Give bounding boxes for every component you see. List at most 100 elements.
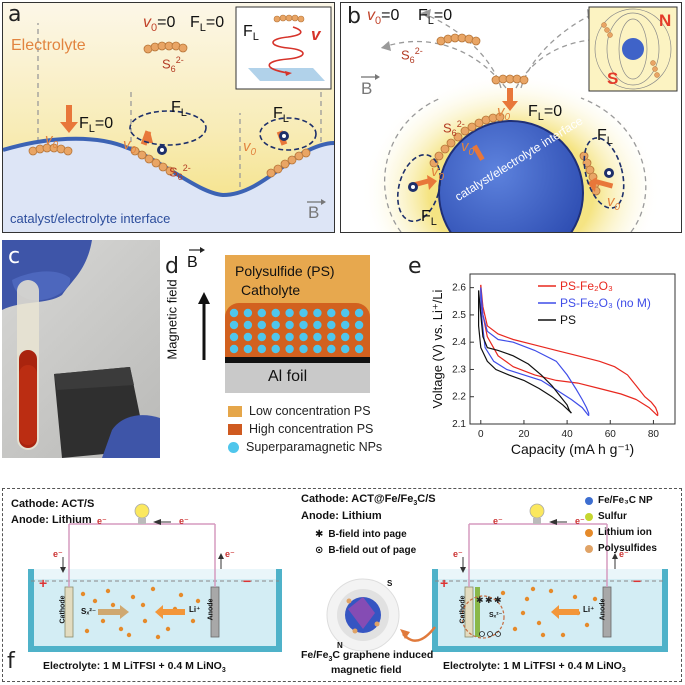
b-vector-arrow bbox=[189, 247, 205, 253]
nanoparticle bbox=[354, 344, 364, 354]
legend-nps: Superparamagnetic NPs bbox=[228, 440, 382, 454]
y-tick-label: 2.6 bbox=[452, 283, 466, 294]
v0-zero-label-b: v0=0 bbox=[367, 7, 400, 28]
b-out-label: ⊙B-field out of page bbox=[315, 545, 417, 556]
series-line-charge bbox=[478, 290, 572, 414]
fe-np-dot bbox=[585, 496, 593, 505]
s6-label-b-mid: S62- bbox=[443, 119, 465, 138]
electrolyte-label: Electrolyte bbox=[11, 37, 86, 54]
lithium-ion-particle bbox=[520, 610, 526, 616]
left-anode-label: Anode: Lithium bbox=[11, 514, 92, 526]
legend-lithium-ion: Lithium ion bbox=[585, 527, 652, 538]
left-e-left: e⁻ bbox=[97, 516, 107, 526]
fl-zero-label-2: FL=0 bbox=[79, 115, 114, 136]
svg-text:✱: ✱ bbox=[476, 595, 484, 605]
nanoparticle bbox=[285, 308, 294, 318]
x-tick-label: 20 bbox=[518, 429, 530, 440]
lithium-ion-particle bbox=[195, 598, 201, 604]
magnetic-field-label: Magnetic field bbox=[164, 279, 180, 360]
x-tick-label: 40 bbox=[562, 429, 574, 440]
lithium-ion-particle bbox=[592, 596, 598, 602]
magnetic-field-arrow bbox=[198, 292, 210, 360]
v0-label-b-right: v0 bbox=[607, 193, 621, 213]
nanoparticle bbox=[341, 308, 350, 318]
panel-a: a Electrolyte v0=0 FL=0 S62- v0 FL=0 FL … bbox=[2, 2, 335, 233]
lithium-ion-particle bbox=[500, 590, 506, 596]
y-tick-label: 2.5 bbox=[452, 310, 466, 321]
b-into-label: ✱B-field into page bbox=[315, 529, 407, 540]
nanoparticle bbox=[354, 320, 364, 330]
lithium-ion-particle bbox=[80, 591, 86, 597]
lithium-ion-particle bbox=[126, 632, 132, 638]
nanoparticle bbox=[313, 320, 322, 330]
lithium-ion-particle bbox=[92, 598, 98, 604]
n-pole-label: N bbox=[659, 11, 672, 30]
lithium-ion-particle bbox=[118, 626, 124, 632]
lithium-ion-particle bbox=[540, 632, 546, 638]
v0-label-mid: v0 bbox=[123, 136, 137, 156]
lithium-ion-particle bbox=[130, 594, 136, 600]
panel-d-letter: d bbox=[165, 254, 179, 279]
right-anode-tag: Anode bbox=[599, 598, 607, 621]
v0-label-b-top: v0 bbox=[497, 103, 511, 123]
lithium-ion-particle bbox=[100, 618, 106, 624]
right-e-right: e⁻ bbox=[575, 516, 585, 526]
b-into-icon: ✱ bbox=[315, 529, 324, 540]
lithium-ion-particle bbox=[572, 594, 578, 600]
series-line-discharge bbox=[480, 284, 659, 416]
lithium-ion-particle bbox=[560, 632, 566, 638]
nanoparticle bbox=[229, 344, 239, 354]
legend-label: PS-Fe₂O₃ (no M) bbox=[560, 296, 651, 310]
fl-zero-label-b: FL=0 bbox=[418, 7, 453, 28]
left-e-down: e⁻ bbox=[53, 549, 63, 559]
series-line-charge bbox=[480, 287, 590, 417]
nanoparticle-grid bbox=[229, 308, 364, 354]
sphere-n-label: N bbox=[337, 641, 343, 650]
ps-title: Polysulfide (PS) bbox=[235, 263, 335, 279]
v0-label-b-mid: v0 bbox=[461, 138, 475, 158]
nanoparticle bbox=[341, 332, 350, 342]
high-ps-label: High concentration PS bbox=[249, 422, 374, 436]
high-ps-swatch bbox=[228, 423, 242, 435]
s6-label-top: S62- bbox=[162, 55, 184, 74]
nanoparticle bbox=[271, 320, 280, 330]
chart-frame bbox=[469, 273, 676, 425]
nanoparticle bbox=[327, 308, 336, 318]
x-axis-label: Capacity (mA h g⁻¹) bbox=[511, 441, 634, 457]
graphene-caption-2: magnetic field bbox=[331, 664, 402, 676]
nanoparticle bbox=[229, 320, 239, 330]
series-line-discharge bbox=[478, 290, 572, 414]
graphene-caption-1: Fe/Fe3C graphene induced bbox=[301, 649, 434, 664]
right-cathode-tag: Cathode bbox=[459, 595, 467, 624]
nanoparticle bbox=[285, 332, 294, 342]
svg-text:✱: ✱ bbox=[494, 595, 502, 605]
b-out-icon: ⊙ bbox=[315, 545, 324, 556]
fl-label-right: FL bbox=[273, 105, 289, 126]
legend-fe-np: Fe/Fe₃C NP bbox=[585, 495, 653, 506]
panel-d: d B Magnetic field Polysulfide (PS) Cath… bbox=[165, 240, 400, 460]
legend-polysulfides: Polysulfides bbox=[585, 543, 657, 554]
lithium-ion-dot bbox=[585, 528, 593, 537]
inset-v-label: v bbox=[311, 25, 321, 44]
nanoparticle bbox=[243, 344, 253, 354]
nanoparticle bbox=[354, 332, 364, 342]
legend-sulfur: Sulfur bbox=[585, 511, 627, 522]
s6-label-mid: S62- bbox=[169, 163, 191, 182]
left-cathode-tag: Cathode bbox=[59, 595, 67, 624]
nanoparticle bbox=[313, 308, 322, 318]
left-minus: − bbox=[243, 573, 252, 589]
legend-high-ps: High concentration PS bbox=[228, 422, 373, 436]
right-e-down: e⁻ bbox=[453, 549, 463, 559]
lithium-ion-particle bbox=[84, 628, 90, 634]
left-electrolyte-label: Electrolyte: 1 M LiTFSI + 0.4 M LiNO3 bbox=[43, 660, 226, 675]
left-sx-label: Sₓ²⁻ bbox=[81, 607, 97, 616]
nanoparticle bbox=[327, 332, 336, 342]
panel-a-letter: a bbox=[8, 2, 22, 27]
lithium-ion-particle bbox=[178, 592, 184, 598]
fl-label-mid: FL bbox=[171, 99, 187, 120]
nanoparticle bbox=[257, 332, 266, 342]
nanoparticle bbox=[313, 344, 322, 354]
legend-low-ps: Low concentration PS bbox=[228, 404, 371, 418]
